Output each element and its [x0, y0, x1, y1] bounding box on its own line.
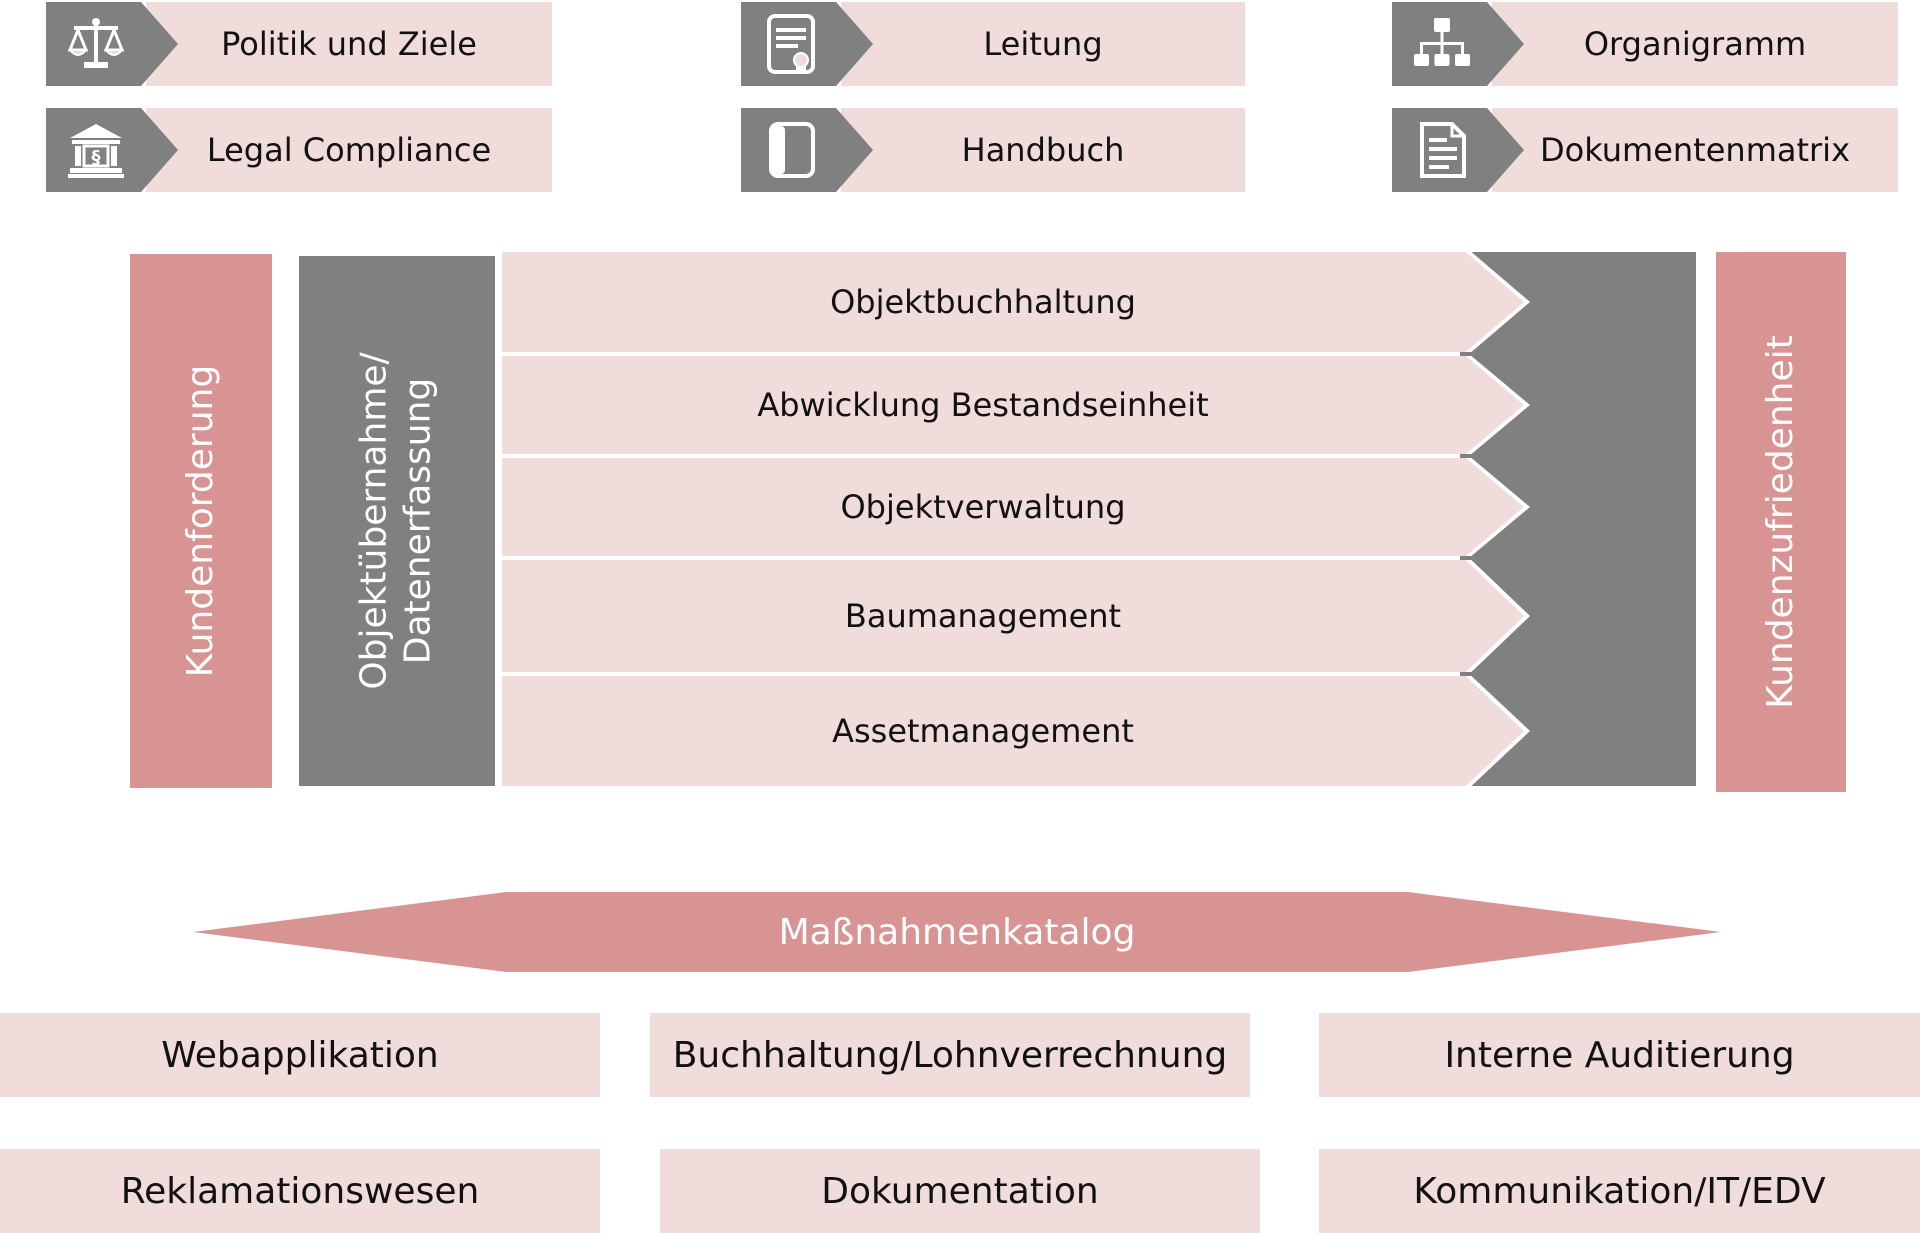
document-dokumentenmatrix: Dokumentenmatrix: [1392, 108, 1898, 192]
document-organigramm: Organigramm: [1392, 2, 1898, 86]
object-intake-label: Objektübernahme/ Datenerfassung: [353, 352, 441, 689]
document-label: Dokumentenmatrix: [1539, 131, 1850, 169]
object-intake-line-1: Objektübernahme/: [354, 352, 396, 690]
object-intake-bar: Objektübernahme/ Datenerfassung: [299, 256, 495, 786]
support-box-interne-auditierung: Interne Auditierung: [1319, 1013, 1920, 1097]
measures-catalog-banner: Maßnahmenkatalog: [193, 892, 1721, 972]
process-arrow-objektbuchhaltung: Objektbuchhaltung: [502, 252, 1530, 352]
object-intake-line-2: Datenerfassung: [398, 377, 440, 665]
process-arrow-baumanagement: Baumanagement: [502, 560, 1530, 672]
support-box-reklamationswesen: Reklamationswesen: [0, 1149, 600, 1233]
measures-catalog-label: Maßnahmenkatalog: [778, 911, 1136, 953]
customer-satisfaction-label: Kundenzufriedenheit: [1760, 335, 1801, 709]
document-handbuch: Handbuch: [741, 108, 1245, 192]
process-label: Objektbuchhaltung: [830, 283, 1136, 321]
document-label: Handbuch: [961, 131, 1125, 169]
document-label: Organigramm: [1583, 25, 1807, 63]
process-arrow-assetmanagement: Assetmanagement: [502, 676, 1530, 786]
process-arrow-abwicklung-bestandseinheit: Abwicklung Bestandseinheit: [502, 356, 1530, 454]
support-label: Webapplikation: [161, 1034, 439, 1076]
process-label: Assetmanagement: [832, 712, 1134, 750]
process-arrow-objektverwaltung: Objektverwaltung: [502, 458, 1530, 556]
support-box-buchhaltung: Buchhaltung/Lohnverrechnung: [650, 1013, 1250, 1097]
customer-satisfaction-bar: Kundenzufriedenheit: [1716, 252, 1846, 792]
document-legal-compliance: § Legal Compliance: [46, 108, 552, 192]
customer-requirement-label: Kundenforderung: [180, 364, 222, 678]
support-label: Dokumentation: [821, 1170, 1099, 1212]
support-label: Buchhaltung/Lohnverrechnung: [672, 1034, 1228, 1076]
support-box-dokumentation: Dokumentation: [660, 1149, 1260, 1233]
support-label: Interne Auditierung: [1444, 1034, 1795, 1076]
process-label: Abwicklung Bestandseinheit: [757, 386, 1209, 424]
document-politik-und-ziele: Politik und Ziele: [46, 2, 552, 86]
svg-text:§: §: [92, 147, 101, 168]
support-label: Reklamationswesen: [120, 1170, 480, 1212]
support-box-webapplikation: Webapplikation: [0, 1013, 600, 1097]
document-leitung: Leitung: [741, 2, 1245, 86]
process-label: Baumanagement: [844, 597, 1122, 635]
document-label: Legal Compliance: [206, 131, 492, 169]
customer-requirement-bar: Kundenforderung: [130, 254, 272, 788]
document-label: Leitung: [983, 25, 1103, 63]
support-label: Kommunikation/IT/EDV: [1413, 1170, 1826, 1212]
document-label: Politik und Ziele: [221, 25, 477, 63]
support-box-kommunikation: Kommunikation/IT/EDV: [1319, 1149, 1920, 1233]
process-label: Objektverwaltung: [840, 488, 1126, 526]
